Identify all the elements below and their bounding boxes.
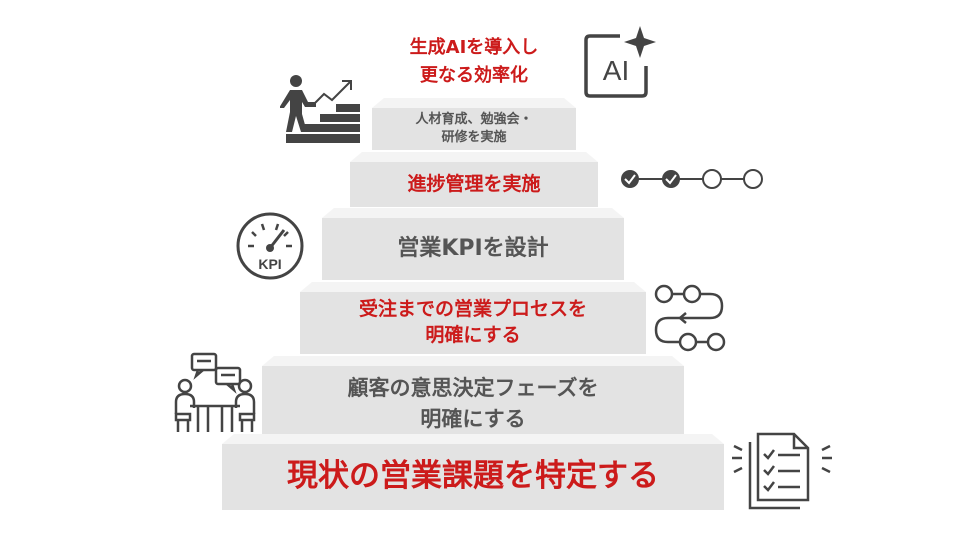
step-progress-label: 進捗管理を実施 — [407, 172, 541, 195]
progress-steps-icon — [618, 166, 766, 196]
kpi-gauge-text: KPI — [258, 256, 281, 272]
kpi-gauge-icon: KPI — [234, 210, 306, 286]
step-progress-management: 進捗管理を実施 — [350, 152, 598, 207]
checklist-icon — [728, 428, 836, 516]
step-kpi-label: 営業KPIを設計 — [397, 236, 549, 262]
step-training-line2: 研修を実施 — [441, 130, 507, 145]
step-sales-process: 受注までの営業プロセスを 明確にする — [300, 282, 646, 354]
meeting-icon — [172, 352, 258, 440]
ai-sparkle-icon: AI — [582, 24, 662, 104]
top-goal-line1: 生成AIを導入し — [409, 37, 539, 58]
step-decision-line1: 顧客の意思決定フェーズを — [347, 375, 599, 400]
step-kpi-design: 営業KPIを設計 — [322, 208, 624, 280]
step-training-line1: 人材育成、勉強会・ — [415, 112, 533, 128]
step-identify-issues: 現状の営業課題を特定する — [222, 434, 724, 510]
step-decision-line2: 明確にする — [420, 407, 526, 431]
step-issues-label: 現状の営業課題を特定する — [287, 458, 659, 495]
step-process-line1: 受注までの営業プロセスを — [358, 298, 587, 321]
top-goal-title: 生成AIを導入し 更なる効率化 — [372, 34, 576, 90]
process-flow-icon — [652, 282, 730, 362]
step-process-line2: 明確にする — [425, 324, 521, 346]
step-decision-phase: 顧客の意思決定フェーズを 明確にする — [262, 356, 684, 442]
ai-badge-text: AI — [603, 55, 629, 86]
top-goal-line2: 更なる効率化 — [420, 65, 528, 86]
step-training: 人材育成、勉強会・ 研修を実施 — [372, 98, 576, 150]
climbing-stairs-icon — [279, 72, 364, 152]
